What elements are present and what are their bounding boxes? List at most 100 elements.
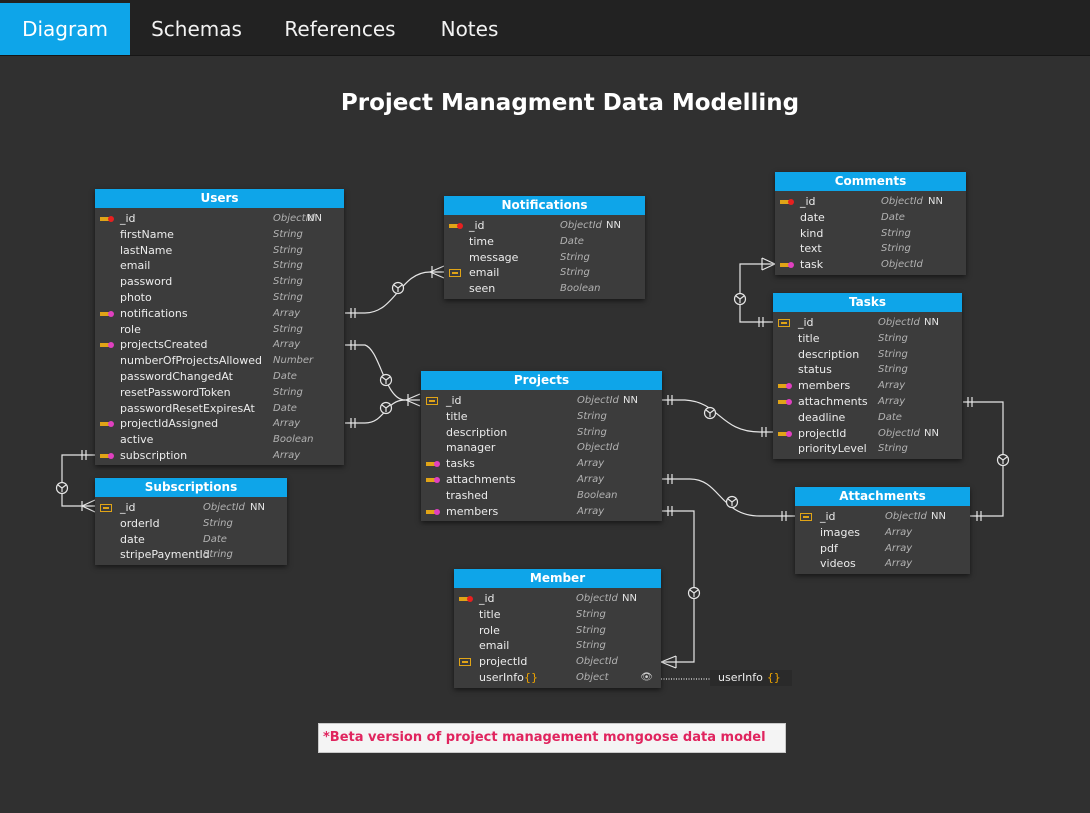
not-null-flag: NN	[931, 511, 946, 522]
users-table-title[interactable]: Users	[95, 189, 344, 208]
notifications-table-title[interactable]: Notifications	[444, 196, 645, 215]
field-type: String	[881, 243, 911, 255]
field-name: email	[469, 266, 500, 280]
eye-icon[interactable]: 👁	[640, 671, 653, 683]
field-row[interactable]: email String	[444, 265, 645, 281]
member-table-title[interactable]: Member	[454, 569, 661, 588]
index-key-icon	[800, 513, 814, 522]
tasks-table-title[interactable]: Tasks	[773, 293, 962, 312]
tab-notes[interactable]: Notes	[440, 17, 499, 41]
comments-table-title[interactable]: Comments	[775, 172, 966, 191]
tab-diagram[interactable]: Diagram	[0, 3, 130, 55]
relation-comments-tasks	[733, 257, 776, 327]
field-row[interactable]: numberOfProjectsAllowed Number	[95, 353, 344, 369]
field-type: Number	[273, 355, 314, 367]
userinfo-subdocument[interactable]: userInfo{}	[710, 670, 792, 686]
field-type: ObjectId	[881, 259, 923, 271]
field-name: projectsCreated	[120, 338, 208, 352]
primary-key-icon	[449, 222, 463, 231]
projects-table-title[interactable]: Projects	[421, 371, 662, 390]
attachments-table-title[interactable]: Attachments	[795, 487, 970, 506]
field-name: text	[800, 242, 822, 256]
tab-schemas[interactable]: Schemas	[151, 17, 242, 41]
field-name: _id	[820, 510, 836, 523]
field-name: numberOfProjectsAllowed	[120, 354, 262, 368]
field-row[interactable]: userInfo{}Object👁	[454, 670, 661, 686]
field-row[interactable]: text String	[775, 241, 966, 257]
subscriptions-table-title[interactable]: Subscriptions	[95, 478, 287, 497]
field-name: photo	[120, 290, 152, 304]
field-type: Date	[273, 402, 297, 414]
field-type: Array	[878, 380, 906, 392]
field-type: String	[560, 267, 590, 279]
diagram-note[interactable]: *Beta version of project management mong…	[318, 723, 786, 753]
tab-references[interactable]: References	[284, 17, 396, 41]
primary-key-icon	[459, 595, 473, 604]
field-name: description	[798, 347, 860, 361]
foreign-key-icon	[778, 382, 792, 391]
